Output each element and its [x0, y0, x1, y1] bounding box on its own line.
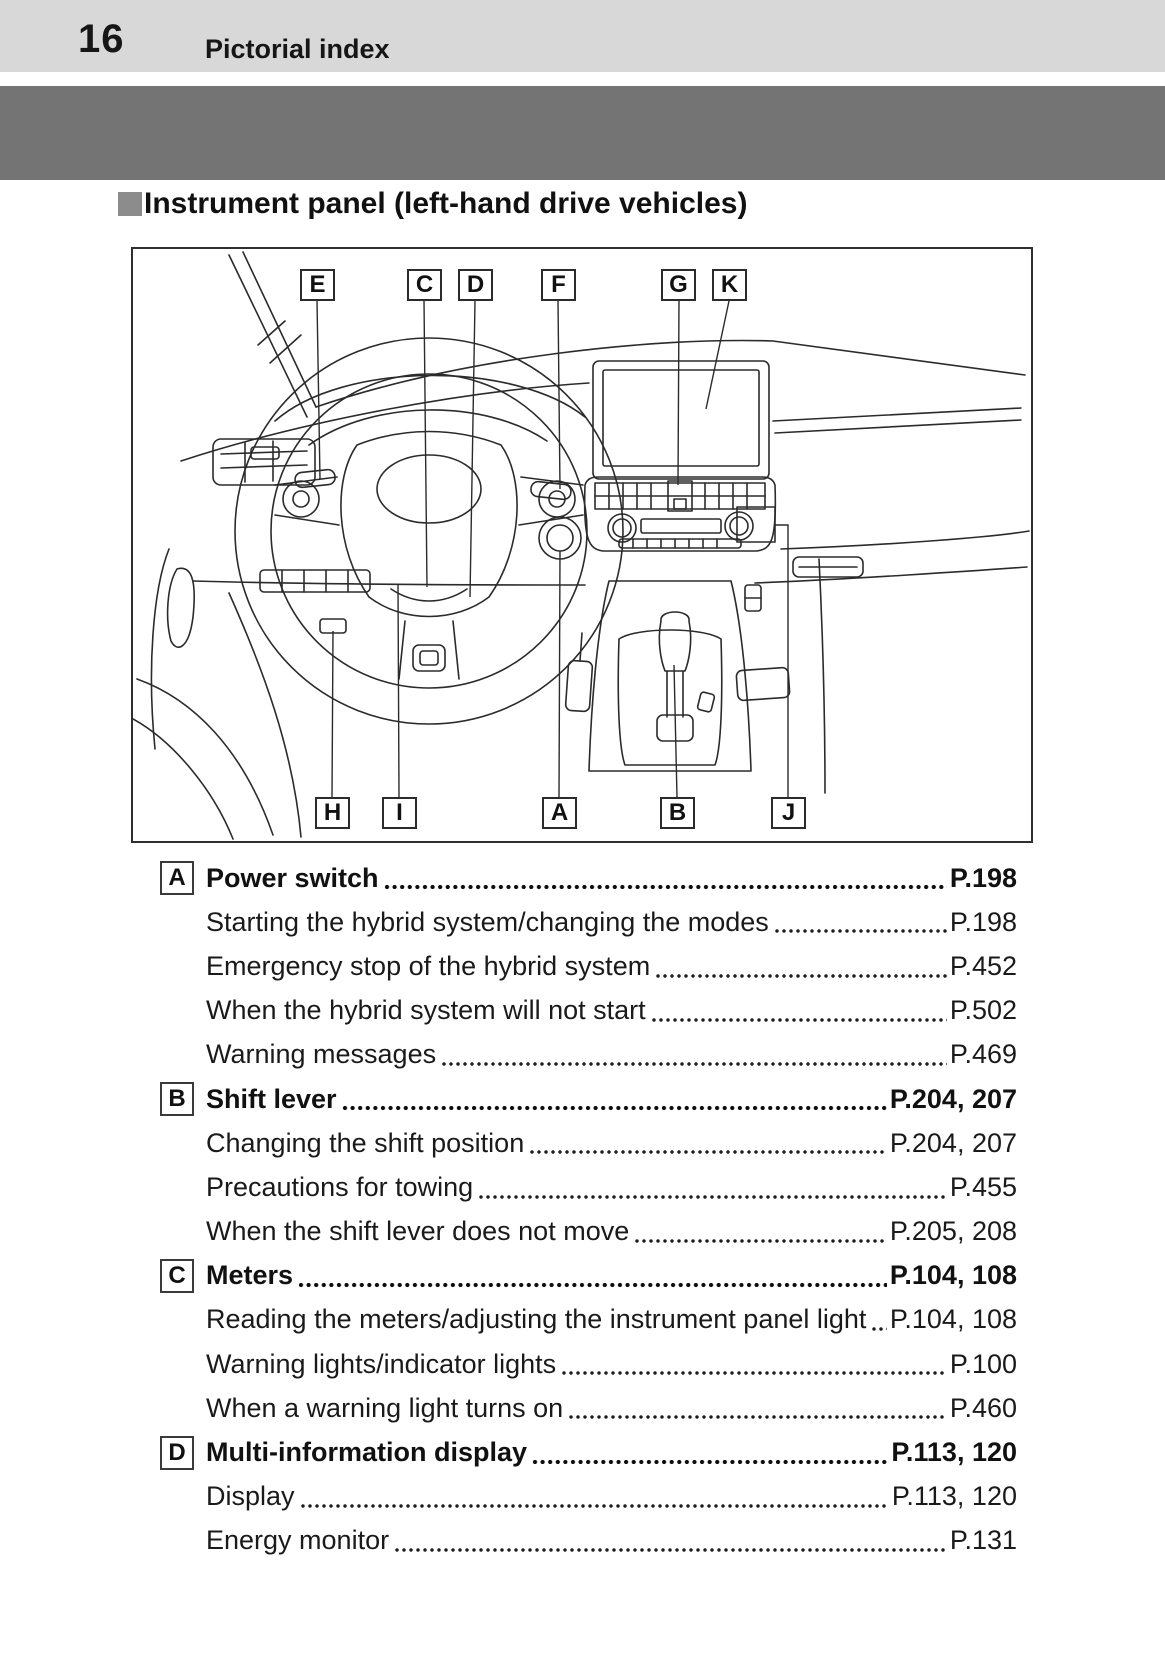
index-item-pages: P.100	[949, 1348, 1017, 1379]
section-heading-text: Instrument panel (left-hand drive vehicl…	[144, 187, 748, 220]
index-item-pages: P.205, 208	[889, 1216, 1017, 1247]
index-item-row: When the shift lever does not move P.205,…	[160, 1210, 1017, 1254]
index-badge-A: A	[160, 861, 194, 896]
index-item-label: Emergency stop of the hybrid system	[206, 950, 651, 981]
callout-label-D: D	[458, 269, 493, 301]
dot-leader	[650, 1016, 947, 1023]
dot-leader	[529, 1149, 887, 1156]
dot-leader	[298, 1281, 887, 1288]
chapter-title: Pictorial index	[205, 34, 390, 64]
dot-leader	[394, 1547, 947, 1553]
index-item-row: Emergency stop of the hybrid system P.452	[160, 944, 1017, 988]
dot-leader	[299, 1502, 889, 1509]
dot-leader	[383, 884, 947, 891]
callout-label-H: H	[315, 797, 350, 829]
index-section-pages: P.198	[949, 862, 1017, 893]
dot-leader	[871, 1326, 887, 1333]
index-badge-B: B	[160, 1082, 194, 1117]
callout-label-J: J	[771, 797, 806, 829]
index-item-row: Display P.113, 120	[160, 1475, 1017, 1519]
index-item-row: Precautions for towing P.455	[160, 1165, 1017, 1209]
index-item-pages: P.131	[949, 1525, 1017, 1556]
heading-square-marker	[118, 192, 142, 216]
index-section-title: Shift lever	[206, 1083, 337, 1114]
index-section-pages: P.204, 207	[889, 1083, 1017, 1114]
index-item-row: Changing the shift position P.204, 207	[160, 1121, 1017, 1165]
index-section-pages: P.104, 108	[889, 1260, 1017, 1291]
index-section-pages: P.113, 120	[891, 1437, 1017, 1468]
dot-leader	[441, 1060, 947, 1067]
index-item-label: When the hybrid system will not start	[206, 995, 646, 1026]
index-item-label: Warning messages	[206, 1039, 437, 1070]
dot-leader	[532, 1458, 889, 1465]
index-section-title: Meters	[206, 1260, 294, 1291]
index-item-row: Starting the hybrid system/changing the …	[160, 900, 1017, 944]
callout-leader-lines	[316, 300, 789, 798]
index-section-row: D Multi-information display P.113, 120	[160, 1430, 1017, 1474]
callout-label-E: E	[300, 269, 335, 301]
dot-leader	[568, 1414, 947, 1421]
callout-label-G: G	[661, 269, 696, 301]
dot-leader	[341, 1105, 887, 1112]
dot-leader	[773, 928, 947, 935]
index-section-row: B Shift lever P.204, 207	[160, 1077, 1017, 1121]
index-item-label: Starting the hybrid system/changing the …	[206, 906, 769, 937]
index-item-row: Energy monitor P.131	[160, 1519, 1017, 1563]
dot-leader	[655, 972, 947, 979]
callout-label-A: A	[542, 797, 577, 829]
index-item-pages: P.452	[949, 950, 1017, 981]
index-item-pages: P.204, 207	[889, 1127, 1017, 1158]
index-badge-D: D	[160, 1435, 194, 1470]
callout-label-B: B	[660, 797, 695, 829]
index-item-label: When the shift lever does not move	[206, 1216, 630, 1247]
index-section-title: Multi-information display	[206, 1437, 527, 1468]
index-item-row: When a warning light turns on P.460	[160, 1386, 1017, 1430]
index-item-label: When a warning light turns on	[206, 1392, 564, 1423]
page-number: 16	[78, 17, 125, 61]
index-item-pages: P.104, 108	[889, 1304, 1017, 1335]
callout-label-I: I	[382, 797, 417, 829]
index-item-label: Energy monitor	[206, 1525, 390, 1556]
callout-label-F: F	[541, 269, 576, 301]
dot-leader	[478, 1193, 947, 1200]
callout-label-K: K	[712, 269, 747, 301]
index-item-pages: P.455	[949, 1171, 1017, 1202]
index-item-label: Precautions for towing	[206, 1171, 474, 1202]
section-title-band	[0, 86, 1165, 180]
index-item-pages: P.469	[949, 1039, 1017, 1070]
index-item-label: Reading the meters/adjusting the instrum…	[206, 1304, 867, 1335]
callout-label-C: C	[407, 269, 442, 301]
page-header-bar: 16 Pictorial index	[0, 0, 1165, 72]
dot-leader	[561, 1370, 947, 1377]
index-item-pages: P.113, 120	[891, 1481, 1017, 1512]
index-item-row: Reading the meters/adjusting the instrum…	[160, 1298, 1017, 1342]
index-item-row: When the hybrid system will not start P.5…	[160, 989, 1017, 1033]
index-item-row: Warning lights/indicator lights P.100	[160, 1342, 1017, 1386]
index-item-label: Changing the shift position	[206, 1127, 525, 1158]
section-heading: Instrument panel (left-hand drive vehicl…	[118, 188, 747, 220]
index-item-label: Display	[206, 1481, 295, 1512]
index-item-pages: P.460	[949, 1392, 1017, 1423]
index-item-label: Warning lights/indicator lights	[206, 1348, 557, 1379]
index-item-pages: P.198	[949, 906, 1017, 937]
dashboard-line-art	[133, 251, 1030, 840]
index-item-row: Warning messages P.469	[160, 1033, 1017, 1077]
index-badge-C: C	[160, 1258, 194, 1293]
index-section-row: A Power switch P.198	[160, 856, 1017, 900]
dot-leader	[634, 1237, 887, 1244]
index-section-title: Power switch	[206, 862, 379, 893]
index-item-pages: P.502	[949, 995, 1017, 1026]
index-section-row: C Meters P.104, 108	[160, 1254, 1017, 1298]
